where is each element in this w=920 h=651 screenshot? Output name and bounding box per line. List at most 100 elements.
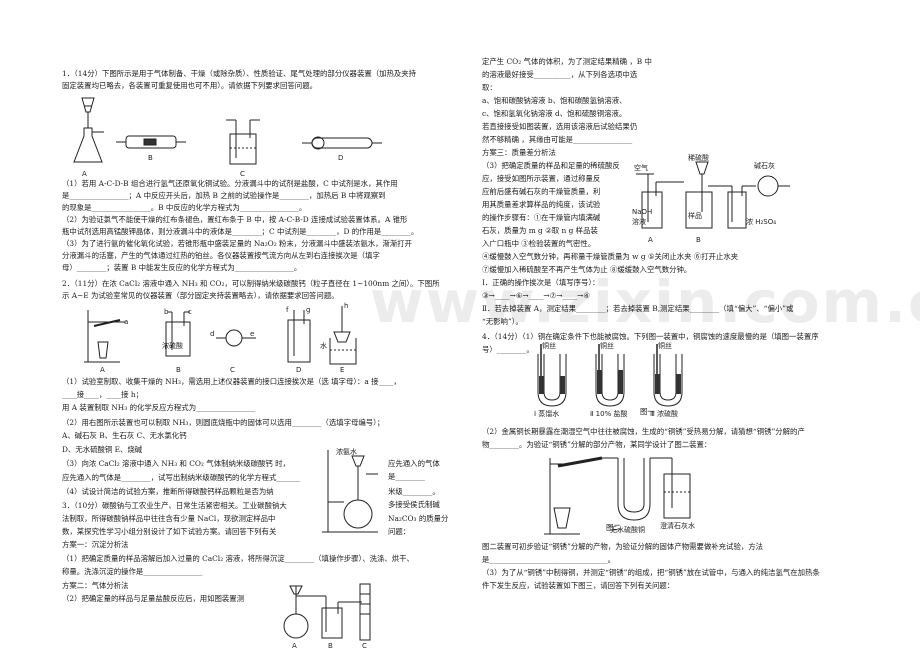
text-line: （3）向浓 CaCl₂ 溶液中通入 NH₃ 和 CO₂ 气体制纳米级碳酸钙 时， xyxy=(62,459,290,468)
fig1-label-d: D xyxy=(338,154,343,162)
text-line: 方案一：沉淀分析法 xyxy=(62,540,129,549)
text-line: ____接____，____接 h； xyxy=(62,390,144,399)
text-line: A、碱石灰 B、生石灰 C、无水氯化钙 xyxy=(62,431,187,440)
text-line: 然不够精确 ，其缘由可能是________________ xyxy=(482,135,633,144)
fig2-label-h2so4: 浓硫酸 xyxy=(162,341,183,350)
text-line: “无影响”）。 xyxy=(482,317,523,326)
fig3-label-c: C xyxy=(362,642,367,650)
text-line: ⑦缓慢加入稀硫酸至不再产生气体为止 ⑧缓缓鼓入空气数分钟。 xyxy=(482,265,692,274)
fig2-label-b: B xyxy=(176,366,181,374)
text-line: 2．（11分）在浓 CaCl₂ 溶液中通入 NH₃ 和 CO₂，可以制得纳米级碳… xyxy=(62,279,440,288)
fig3-label-a: A xyxy=(292,642,297,650)
text-line: （2）金属铜长期暴露在潮湿空气中往往被腐蚀，生成的“铜锈”受热易分解，请猜想“铜… xyxy=(482,427,805,436)
fig5-label-conc-h2so4: Ⅲ 浓硫酸 xyxy=(650,409,678,418)
watermark: www.zixin.com.cn xyxy=(370,268,920,336)
text-line: Ⅱ．若去掉装置 A，测定结果________；若去掉装置 B,测定结果_____… xyxy=(482,304,794,313)
text-line: 瓶中试剂选用高锰酸钾晶体，则分液漏斗中的液体是________；C 中试剂是__… xyxy=(62,227,419,236)
fig2-label-a: A xyxy=(100,366,105,374)
text-line: 分液漏斗的活塞，产生的气体通过红热的铂丝。各仪器装置按气流方向从左到右连接挨次是… xyxy=(62,251,380,260)
fig4-label-dilute-acid: 稀硫酸 xyxy=(688,153,709,162)
text-line: c、饱和氢氧化钠溶液 d、饱和硫酸铜溶液。 xyxy=(482,109,627,118)
text-line: 号）________。 xyxy=(482,345,534,354)
fig6-label-anhydrous-cuso4: 无水硫酸铜 xyxy=(610,525,645,534)
figure-apparatus-a-e: a b c d 浓硫酸 e f g h 水 A B C D E xyxy=(84,302,357,374)
text-line: （1）若用 A-C-D-B 组合进行氢气还原氧化铜试验。分液漏斗中的试剂是盐酸，… xyxy=(62,179,398,188)
label-conc-ammonia: 浓氨水 xyxy=(336,447,357,456)
text-line: 定产生 CO₂ 气体的体积，为了测定结果精确 ，B 中 xyxy=(482,57,652,66)
figure-one-u-tubes: 铜丝 铜丝 铜丝 Ⅰ 蒸馏水 Ⅱ 10% 盐酸 Ⅲ 浓硫酸 xyxy=(534,341,683,418)
text-line: 物________。为验证“铜锈”分解的部分产物，某同学设计了图二装置： xyxy=(482,440,712,449)
text-line: 多接受侯氏制碱 xyxy=(388,500,440,509)
text-line: 1．（14分）下图所示是用于气体制备、干燥（或除杂质）、性质验证、尾气处理的部分… xyxy=(62,69,417,78)
text-line: （2）用右图所示装置也可以制取 NH₃，则圆底烧瓶中的固体可以选用_______… xyxy=(62,418,385,427)
text-line: 称量。洗涤沉淀的操作是________________ xyxy=(62,567,203,576)
fig2-port-d: d xyxy=(210,330,214,338)
figure-gas-measurement: A B C xyxy=(283,583,371,650)
fig2-port-e: e xyxy=(250,330,254,338)
text-line: 用其质量差求算样品的纯度，该试验 xyxy=(482,200,601,209)
fig2-port-b: b xyxy=(164,308,169,316)
text-line: 应先通入的气体 xyxy=(388,459,440,468)
text-line: 取： xyxy=(482,83,497,92)
text-line: （1）试验室制取、收集干燥的 NH₃，需选用上述仪器装置的接口连接挨次是（选 填… xyxy=(62,377,401,386)
text-line: （2）把确定量的样品与足量盐酸反应后，用如图装置测 xyxy=(62,594,245,603)
text-line: 3．（10分）碳酸钠与工农业生产、日常生活紧密相关。工业碳酸钠大 xyxy=(62,501,287,510)
text-line: （3）为了从“铜锈”中制得铜，并测定“铜锈”的组成，把“铜锈”放在试管中，与通入… xyxy=(482,568,820,577)
text-line: 方案二：气体分析法 xyxy=(62,581,129,590)
figure-mass-difference: 空气 稀硫酸 碱石灰 NaOH 溶液 样品 浓 H₂SO₄ A B xyxy=(632,153,790,244)
figure-apparatus-abcd: A B C D xyxy=(73,97,382,178)
text-line: ④缓慢鼓入空气数分钟，再称量干燥管质量为 w g ⑤关闭止水夹 ⑥打开止水夹 xyxy=(482,252,739,261)
text-line: ③→____→⑥→____→⑦→____→④ xyxy=(482,291,591,300)
fig3-label-b: B xyxy=(328,642,333,650)
text-line: 的溶液最好接受__________，从下列各选项中选 xyxy=(482,70,638,79)
fig6-label-limewater: 澄清石灰水 xyxy=(660,521,695,530)
fig4-label-soda-lime: 碱石灰 xyxy=(754,161,775,170)
fig1-label-b: B xyxy=(148,154,153,162)
text-line: D、无水硫酸铜 E、烧碱 xyxy=(62,445,143,454)
fig5-label-copper-1: 铜丝 xyxy=(542,341,556,350)
figure-ammonia-flask: 浓氨水 xyxy=(322,447,378,533)
text-line: 若直接接受如图装置，选用该溶液后试验结果仍 xyxy=(482,122,638,131)
text-line: 示 A~E 为试验室常见的仪器装置（部分固定夹持装置略去），请依据要求回答问题。 xyxy=(62,291,339,300)
text-line: 件下发生反应，试验装置如下图三，请回答下列有关问题： xyxy=(482,581,675,590)
fig4-label-naoh: NaOH xyxy=(632,208,652,216)
fig5-caption: 图一 xyxy=(640,407,655,416)
fig4-label-solution: 溶液 xyxy=(632,217,646,226)
text-line: 母）________；装置 B 中能发生反应的化学方程式为___________… xyxy=(62,263,302,272)
fig2-label-water: 水 xyxy=(320,341,327,350)
text-line: 是________ xyxy=(388,472,425,481)
text-line: 石灰，质量为 m g ②取 n g 样品装 xyxy=(482,226,598,235)
fig4-label-air: 空气 xyxy=(634,163,648,172)
fig4-label-conc-h2so4: 浓 H₂SO₄ xyxy=(746,217,776,226)
figure-two-decomposition: 无水硫酸铜 澄清石灰水 xyxy=(544,456,695,535)
text-line: 的现象是________________。B 中反应的化学方程式为_______… xyxy=(62,203,307,212)
fig2-label-d: D xyxy=(296,366,301,374)
fig4-label-b: B xyxy=(696,236,701,244)
text-line: 问题： xyxy=(388,527,411,536)
text-line: 的操作步骤有：①在干燥管内填满碱 xyxy=(482,213,601,222)
text-line: 数，某探究性学习小组分别设计了如下试验方案。请回答下列有关 xyxy=(62,527,277,536)
fig2-port-a: a xyxy=(124,318,128,326)
text-line: 图二装置可初步验证“铜锈”分解的产物，为验证分解的固体产物需要做补充试验，方法 xyxy=(482,542,764,551)
text-line: 4．（14分）（1）铜在确定条件下也能被腐蚀。下列图一装置中，铜腐蚀的速度最慢的… xyxy=(482,332,819,341)
text-line: （2）为验证氯气不能使干燥的红布条褪色，置红布条于 B 中，按 A-C-B-D … xyxy=(62,215,408,224)
text-line: a、饱和碳酸钠溶液 b、饱和碳酸氢钠溶液、 xyxy=(482,96,627,105)
fig2-port-c: c xyxy=(188,308,192,316)
fig1-label-a: A xyxy=(82,170,87,178)
text-line: 米级________。 xyxy=(388,487,440,496)
text-line: 应先通入的气体是________，试写出制纳米级碳酸钙的化学方程式_______… xyxy=(62,473,336,482)
fig1-label-c: C xyxy=(240,170,245,178)
fig5-label-hcl: Ⅱ 10% 盐酸 xyxy=(590,409,627,418)
fig5-label-copper-2: 铜丝 xyxy=(600,341,614,350)
text-line: Na₂CO₃ 的质量分 xyxy=(388,514,449,523)
text-line: 应，接受如图所示装置，通过称量反 xyxy=(482,174,601,183)
fig2-label-c: C xyxy=(230,366,235,374)
fig2-port-h: h xyxy=(344,302,348,310)
fig4-label-a: A xyxy=(648,236,653,244)
text-line: （3）为了进行氨的催化氧化试验，若锥形瓶中盛装足量的 Na₂O₂ 粉末，分液漏斗… xyxy=(62,239,413,248)
text-line: 方案三：质量差分析法 xyxy=(482,148,556,157)
text-line: Ⅰ．正确的操作挨次是（填写序号）： xyxy=(482,278,600,287)
text-line: （1）把确定质量的样品溶解后加入过量的 CaCl₂ 溶液，将所得沉淀______… xyxy=(62,554,414,563)
fig2-port-f: f xyxy=(286,306,289,314)
text-line: 是________________；A 中反应开头后，加热 B 之前的试验操作是… xyxy=(62,191,386,200)
